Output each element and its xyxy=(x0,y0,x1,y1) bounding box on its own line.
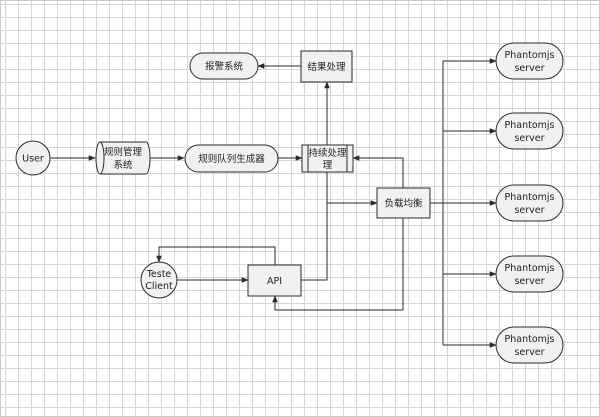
rule-management-label-line2: 系统 xyxy=(113,159,133,171)
rule-queue-generator-label: 规则队列生成器 xyxy=(198,153,265,165)
phantomjs-server-node-1: Phantomjs server xyxy=(495,42,564,80)
test-client-node: Teste Client xyxy=(140,261,178,299)
result-processing-label: 结果处理 xyxy=(307,61,346,73)
rule-management-label-line1: 规则管理 xyxy=(104,146,143,158)
api-label: API xyxy=(267,276,282,287)
phantomjs-server-2-label-line1: Phantomjs xyxy=(505,120,555,131)
user-label: User xyxy=(22,154,44,165)
phantomjs-server-5-label-line2: server xyxy=(514,347,544,358)
edges xyxy=(50,58,497,348)
phantomjs-server-3-label-line1: Phantomjs xyxy=(505,192,555,203)
alarm-system-label: 报警系统 xyxy=(205,61,244,73)
phantomjs-server-4-label-line2: server xyxy=(514,276,544,287)
phantomjs-server-node-2: Phantomjs server xyxy=(495,112,564,150)
load-balancer-node: 负载均衡 xyxy=(376,187,431,219)
phantomjs-server-1-label-line2: server xyxy=(514,63,544,74)
phantomjs-server-node-3: Phantomjs server xyxy=(495,184,564,222)
edge-persist-to-lb xyxy=(326,172,378,206)
api-node: API xyxy=(247,264,302,297)
load-balancer-label: 负载均衡 xyxy=(384,198,423,210)
edge-api-to-persist xyxy=(301,203,328,281)
phantomjs-server-node-4: Phantomjs server xyxy=(495,255,564,293)
persistent-processing-label-line1: 持续处理 xyxy=(308,147,347,159)
edge-lb-to-persist xyxy=(352,155,404,188)
phantomjs-server-2-label-line2: server xyxy=(514,133,544,144)
test-client-label-line1: Teste xyxy=(146,269,172,280)
test-client-label-line2: Client xyxy=(145,281,173,292)
user-node: User xyxy=(15,140,51,176)
persistent-processing-node: 持续处理 理 xyxy=(301,144,354,173)
phantomjs-server-4-label-line1: Phantomjs xyxy=(505,263,555,274)
edge-api-to-client xyxy=(156,246,276,265)
rule-queue-generator-node: 规则队列生成器 xyxy=(184,144,279,173)
alarm-system-node: 报警系统 xyxy=(189,52,259,80)
persistent-processing-label-line2: 理 xyxy=(323,160,333,171)
phantomjs-server-node-5: Phantomjs server xyxy=(495,326,564,364)
phantomjs-server-5-label-line1: Phantomjs xyxy=(505,334,555,345)
rule-management-node: 规则管理 系统 xyxy=(95,141,151,175)
phantomjs-server-3-label-line2: server xyxy=(514,205,544,216)
result-processing-node: 结果处理 xyxy=(300,50,353,83)
edge-lb-to-api xyxy=(272,218,404,311)
phantomjs-server-1-label-line1: Phantomjs xyxy=(505,50,555,61)
